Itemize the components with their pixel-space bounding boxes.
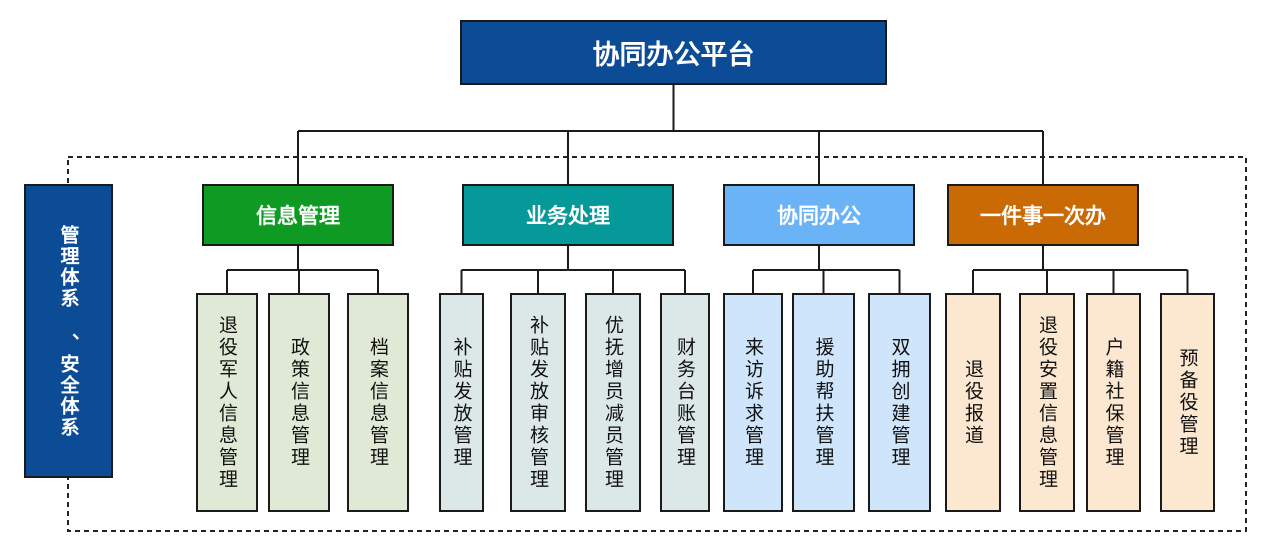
- leaf-label: 档案信息管理: [367, 336, 389, 469]
- leaf-box: 援助帮扶管理: [792, 293, 855, 512]
- leaf-box: 退役军人信息管理: [196, 293, 258, 512]
- leaf-label: 补贴发放管理: [450, 336, 473, 469]
- category-box-info-management: 信息管理: [202, 184, 394, 246]
- category-label: 一件事一次办: [980, 204, 1106, 228]
- leaf-box: 档案信息管理: [347, 293, 409, 512]
- leaf-box: 退役安置信息管理: [1019, 293, 1075, 512]
- leaf-label: 预备役管理: [1176, 347, 1199, 458]
- category-label: 业务处理: [526, 204, 610, 228]
- leaf-box: 双拥创建管理: [868, 293, 931, 512]
- category-label: 信息管理: [256, 204, 340, 228]
- leaf-box: 来访诉求管理: [723, 293, 783, 512]
- category-box-collaborative-office: 协同办公: [723, 184, 915, 246]
- leaf-box: 补贴发放管理: [439, 293, 484, 512]
- category-label: 协同办公: [777, 204, 861, 228]
- leaf-label: 政策信息管理: [288, 336, 310, 469]
- leaf-label: 财务台账管理: [674, 336, 696, 469]
- category-box-business-processing: 业务处理: [462, 184, 674, 246]
- leaf-box: 财务台账管理: [660, 293, 710, 512]
- side-system-label: 管理体系 、安全体系: [57, 224, 80, 438]
- leaf-label: 补贴发放审核管理: [527, 314, 549, 491]
- side-system-panel: 管理体系 、安全体系: [24, 184, 113, 478]
- leaf-label: 退役报道: [962, 358, 984, 447]
- leaf-box: 退役报道: [945, 293, 1001, 512]
- leaf-box: 户籍社保管理: [1086, 293, 1141, 512]
- leaf-box: 优抚增员减员管理: [585, 293, 641, 512]
- leaf-label: 优抚增员减员管理: [602, 314, 624, 491]
- leaf-label: 退役军人信息管理: [216, 314, 238, 491]
- leaf-label: 双拥创建管理: [888, 336, 911, 469]
- leaf-box: 预备役管理: [1160, 293, 1215, 512]
- leaf-label: 来访诉求管理: [742, 336, 764, 469]
- leaf-label: 退役安置信息管理: [1036, 314, 1058, 491]
- root-platform-label: 协同办公平台: [592, 40, 755, 71]
- root-platform-box: 协同办公平台: [460, 20, 887, 85]
- leaf-label: 户籍社保管理: [1102, 336, 1125, 469]
- leaf-label: 援助帮扶管理: [812, 336, 835, 469]
- leaf-box: 补贴发放审核管理: [510, 293, 566, 512]
- category-box-one-stop-service: 一件事一次办: [947, 184, 1139, 246]
- leaf-box: 政策信息管理: [268, 293, 330, 512]
